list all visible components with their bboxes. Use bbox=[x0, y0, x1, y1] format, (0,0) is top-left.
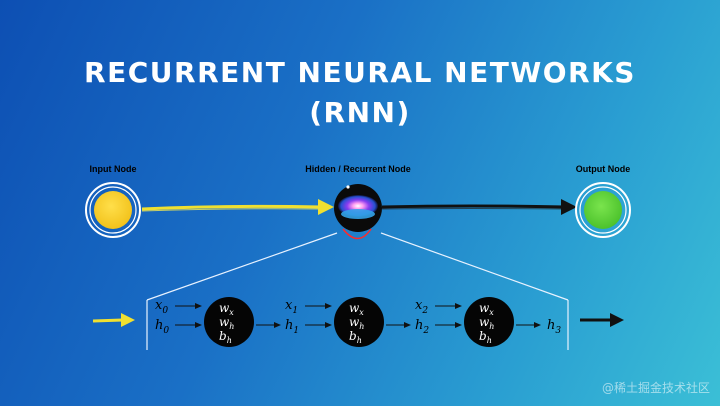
input-arrow-head bbox=[318, 199, 334, 215]
unrolled-input-arrow bbox=[92, 313, 135, 327]
step-1-h-label: h1 bbox=[285, 318, 299, 336]
step-0-h-out-arrow bbox=[256, 322, 281, 328]
input-node-core bbox=[94, 191, 132, 229]
step-1-x-label: x1 bbox=[285, 298, 298, 316]
watermark: @稀土掘金技术社区 bbox=[601, 381, 710, 395]
hidden-node-label: Hidden / Recurrent Node bbox=[305, 164, 411, 174]
step-2-x-label: x2 bbox=[415, 298, 428, 316]
step-0-x-arrow bbox=[175, 303, 202, 309]
title-line-2: (RNN) bbox=[309, 96, 411, 129]
hidden-node bbox=[334, 184, 382, 240]
rnn-cell-2 bbox=[464, 297, 514, 347]
input-to-hidden-arrow bbox=[141, 199, 334, 215]
rnn-cell-0 bbox=[204, 297, 254, 347]
step-0-x-label: x0 bbox=[155, 298, 168, 316]
input-node-label: Input Node bbox=[89, 164, 137, 174]
input-node-inner-ring bbox=[89, 186, 137, 234]
output-node-inner-ring bbox=[579, 186, 627, 234]
unrolled-output-arrow bbox=[580, 313, 624, 327]
rnn-cell-1 bbox=[334, 297, 384, 347]
input-node-outer-ring bbox=[85, 182, 141, 238]
step-2-h-label: h2 bbox=[415, 318, 429, 336]
title-line-1: RECURRENT NEURAL NETWORKS bbox=[84, 56, 636, 89]
hidden-node-star bbox=[346, 185, 350, 189]
step-2-h-arrow bbox=[435, 322, 462, 328]
output-node-outer-ring bbox=[575, 182, 631, 238]
step-0-h-label: h0 bbox=[155, 318, 169, 336]
step-2-h-out-arrow bbox=[516, 322, 541, 328]
step-1-h-arrow bbox=[305, 322, 332, 328]
hidden-node-band bbox=[341, 209, 375, 219]
step-2-x-arrow bbox=[435, 303, 462, 309]
output-node bbox=[575, 182, 631, 238]
hidden-to-output-arrow bbox=[381, 199, 577, 215]
output-arrow-head bbox=[561, 199, 577, 215]
zoom-guide-right bbox=[380, 232, 569, 301]
step-0-h-arrow bbox=[175, 322, 202, 328]
zoom-guide-left bbox=[146, 232, 338, 301]
output-node-label: Output Node bbox=[575, 164, 631, 174]
output-node-core bbox=[584, 191, 622, 229]
step-1-h-out-arrow bbox=[386, 322, 411, 328]
final-h-label: h3 bbox=[547, 318, 561, 336]
recurrent-loop bbox=[342, 228, 372, 240]
input-node bbox=[85, 182, 141, 238]
step-1-x-arrow bbox=[305, 303, 332, 309]
